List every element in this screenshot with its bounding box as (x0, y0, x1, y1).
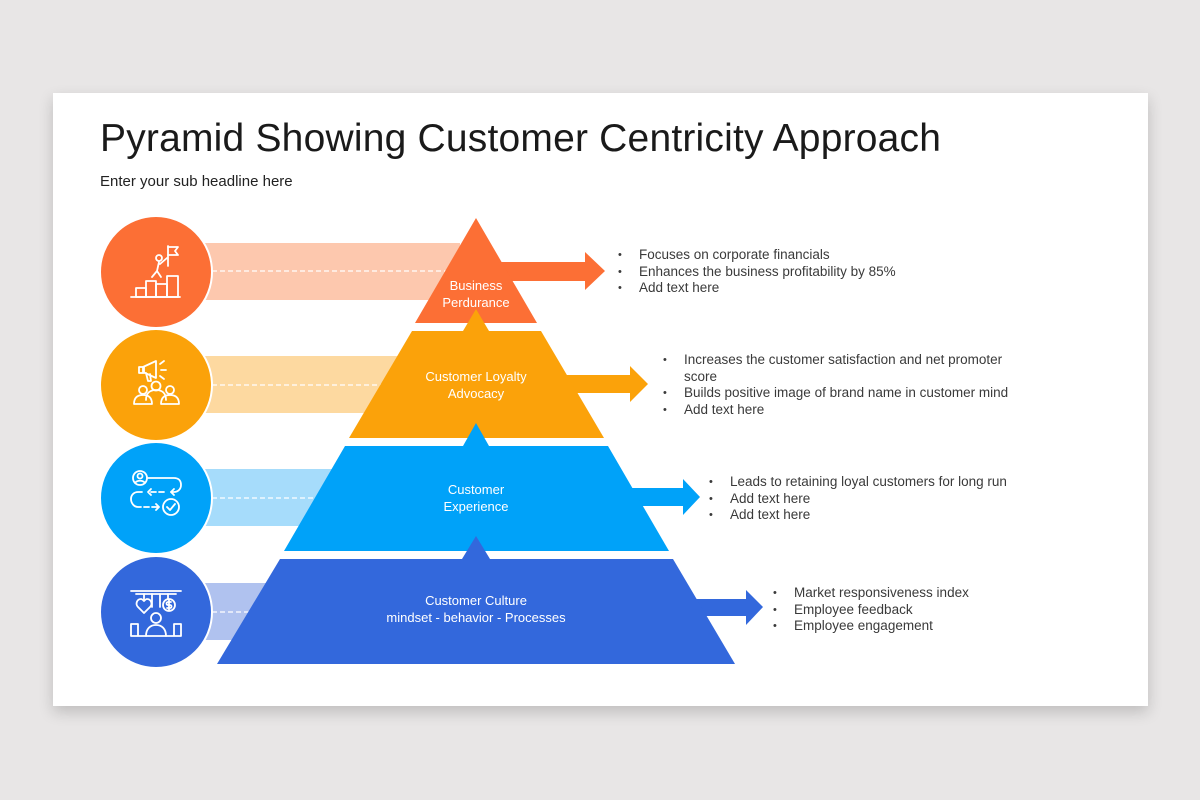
bullet-item: Add text here (618, 280, 938, 297)
tier-label-line: Customer (447, 482, 505, 497)
tier-circle-2[interactable] (99, 328, 213, 442)
tier-label-line: Business (449, 278, 503, 293)
tier-label-line: Customer Loyalty (425, 369, 527, 384)
bullet-item: Increases the customer satisfaction and … (663, 352, 1033, 385)
customer-journey-icon (130, 470, 182, 516)
tier-label-1: Business Perdurance (442, 278, 509, 311)
climber-flag-icon (130, 245, 181, 298)
tier-circle-4[interactable] (99, 555, 213, 669)
tier-bullets-3: Leads to retaining loyal customers for l… (709, 474, 1049, 524)
bullet-item: Focuses on corporate financials (618, 247, 938, 264)
bullet-item: Leads to retaining loyal customers for l… (709, 474, 1049, 491)
tier-arrow-4 (660, 590, 763, 625)
pyramid-tier-3[interactable] (284, 446, 669, 551)
bullet-item: Add text here (709, 491, 1049, 508)
tier-label-4: Customer Culture mindset - behavior - Pr… (386, 593, 565, 626)
tier-label-line: Perdurance (442, 294, 510, 310)
bullet-item: Add text here (709, 507, 1049, 524)
connector-dashes (212, 270, 455, 613)
bullet-item: Employee engagement (773, 618, 1033, 635)
bullet-item: Employee feedback (773, 602, 1033, 619)
tier-label-line: Customer Culture (425, 593, 527, 608)
bullet-item: Builds positive image of brand name in c… (663, 385, 1033, 402)
tier-label-line: Advocacy (447, 385, 505, 401)
employee-values-icon (130, 590, 182, 637)
bullet-item: Market responsiveness index (773, 585, 1033, 602)
pyramid-tier-1[interactable] (415, 218, 537, 323)
tier-label-line: Experience (443, 498, 509, 514)
tier-circle-3[interactable] (99, 441, 213, 555)
bullet-item: Enhances the business profitability by 8… (618, 264, 938, 281)
pyramid-tier-4[interactable] (217, 559, 735, 664)
tier-pointer-3 (463, 423, 489, 446)
bullet-item: Add text here (663, 402, 1033, 419)
tier-bullets-1: Focuses on corporate financials Enhances… (618, 247, 938, 297)
tier-label-3: Customer Experience (443, 482, 508, 515)
tier-pointer-4 (462, 536, 490, 559)
tier-label-line: mindset - behavior - Processes (386, 609, 566, 625)
tier-bullets-2: Increases the customer satisfaction and … (663, 352, 1033, 418)
megaphone-audience-icon (133, 360, 180, 405)
tier-pointer-2 (463, 309, 489, 331)
page-subtitle: Enter your sub headline here (100, 173, 293, 190)
pyramid-tier-2[interactable] (349, 331, 604, 438)
tier-bullets-4: Market responsiveness index Employee fee… (773, 585, 1033, 635)
pyramid (217, 218, 735, 664)
page-title: Pyramid Showing Customer Centricity Appr… (100, 117, 942, 160)
tier-label-2: Customer Loyalty Advocacy (425, 369, 526, 402)
